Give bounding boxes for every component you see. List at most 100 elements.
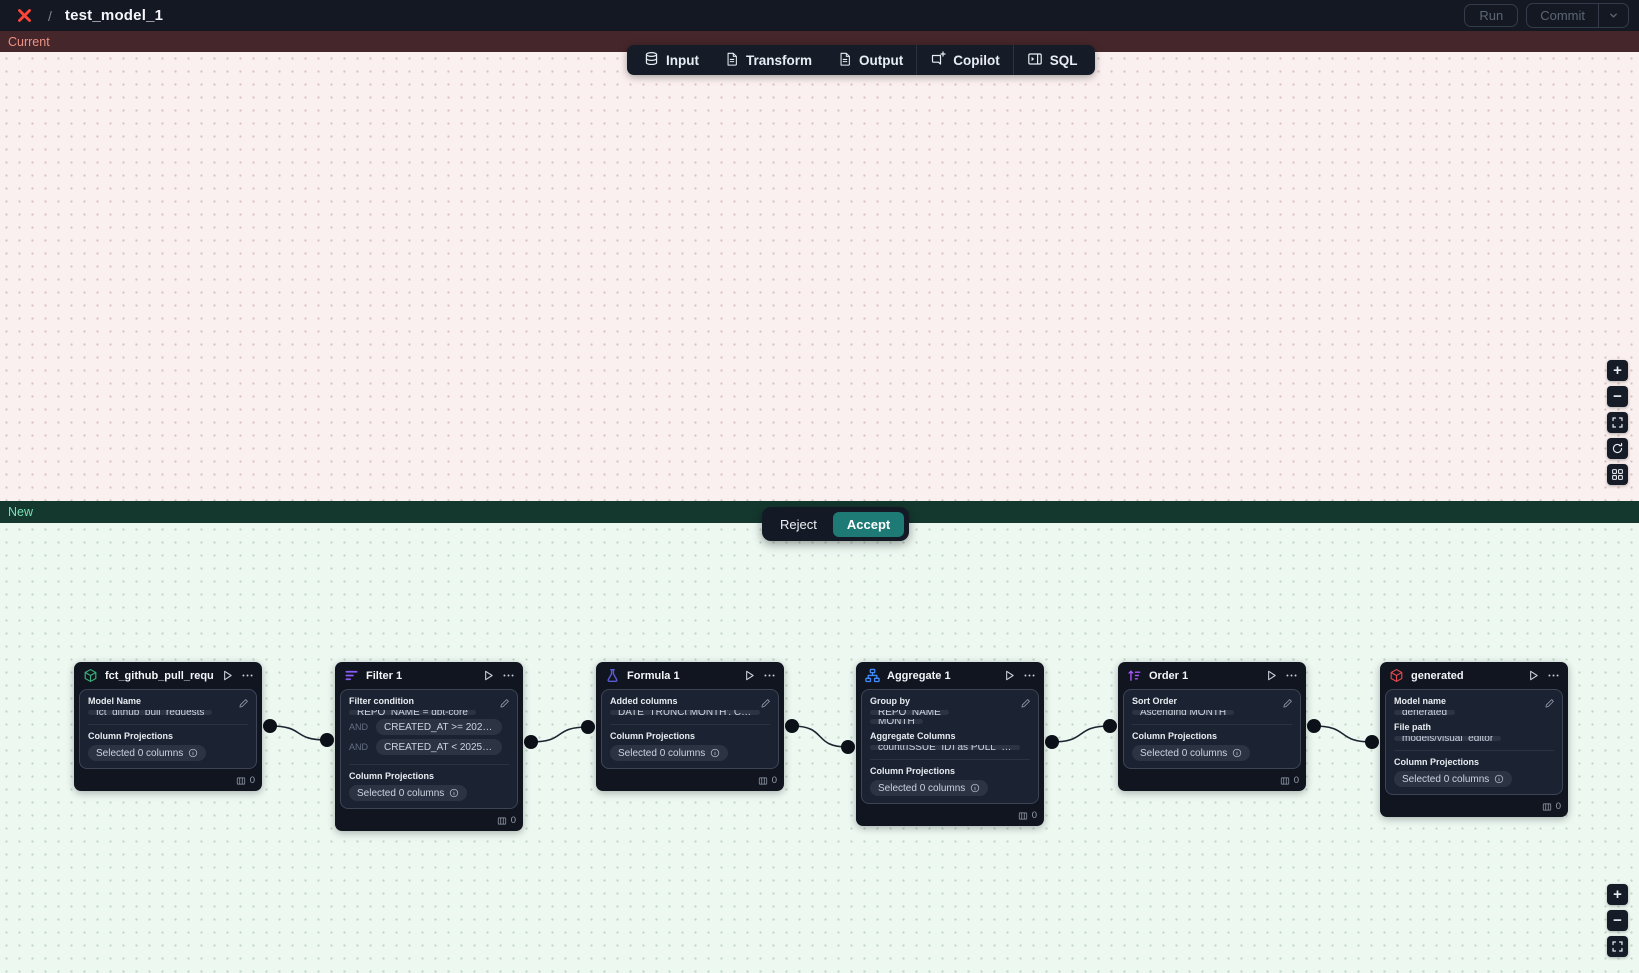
info-icon[interactable]: [449, 788, 459, 798]
and-label: AND: [349, 722, 369, 732]
play-icon[interactable]: [1265, 669, 1278, 682]
zoom-in-button[interactable]: +: [1607, 360, 1628, 381]
app-logo-icon[interactable]: [16, 7, 33, 24]
reject-button[interactable]: Reject: [767, 512, 830, 537]
node-generated[interactable]: generated Model name generated File path…: [1380, 662, 1568, 817]
projections-value[interactable]: Selected 0 columns: [870, 780, 989, 796]
filter-condition-value[interactable]: REPO_NAME = dbt-core: [349, 710, 476, 715]
node-title: Filter 1: [366, 669, 403, 682]
node-title: Formula 1: [627, 669, 680, 682]
info-icon[interactable]: [970, 783, 980, 793]
info-icon[interactable]: [1494, 774, 1504, 784]
current-canvas[interactable]: [0, 52, 1639, 501]
node-toolbar: Input Transform Output Copilot: [627, 45, 1095, 75]
edit-icon[interactable]: [499, 696, 510, 714]
projections-value[interactable]: Selected 0 columns: [1394, 771, 1513, 787]
fit-view-button[interactable]: [1607, 936, 1628, 957]
fit-view-button[interactable]: [1607, 412, 1628, 433]
sql-label: SQL: [1049, 52, 1078, 68]
diff-review-bar: Reject Accept: [762, 507, 910, 541]
add-output-button[interactable]: Output: [825, 45, 916, 75]
zoom-out-button[interactable]: −: [1607, 386, 1628, 407]
field-label: Model Name: [88, 696, 142, 706]
info-icon[interactable]: [188, 748, 198, 758]
model-name-value[interactable]: fct_github_pull_requests: [88, 710, 213, 715]
node-order-1[interactable]: Order 1 Sort Order Ascending MONTH Colum…: [1118, 662, 1306, 791]
transform-label: Transform: [746, 52, 813, 68]
file-path-value[interactable]: models/visual_editor: [1394, 736, 1502, 741]
projections-value[interactable]: Selected 0 columns: [610, 745, 729, 761]
commit-button[interactable]: Commit: [1540, 8, 1585, 23]
refresh-layout-button[interactable]: [1607, 438, 1628, 459]
more-menu-icon[interactable]: [241, 669, 254, 682]
more-menu-icon[interactable]: [1023, 669, 1036, 682]
edit-icon[interactable]: [1544, 696, 1555, 714]
play-icon[interactable]: [1003, 669, 1016, 682]
add-transform-button[interactable]: Transform: [712, 45, 825, 75]
chevron-down-icon[interactable]: [1599, 10, 1628, 21]
field-label: Column Projections: [610, 731, 696, 741]
projections-value[interactable]: Selected 0 columns: [88, 745, 207, 761]
new-label: New: [8, 505, 34, 519]
cube-icon: [83, 668, 98, 683]
node-filter-1[interactable]: Filter 1 Filter condition REPO_NAME = db…: [335, 662, 523, 831]
node-formula-1[interactable]: Formula 1 Added columns DATE_TRUNC('MONT…: [596, 662, 784, 791]
more-menu-icon[interactable]: [1547, 669, 1560, 682]
formula-value[interactable]: DATE_TRUNC('MONTH', CREATED_AT…: [610, 710, 760, 715]
breadcrumb-separator: /: [48, 7, 52, 24]
copilot-button[interactable]: Copilot: [917, 45, 1013, 75]
field-label: Column Projections: [870, 766, 956, 776]
accept-button[interactable]: Accept: [832, 511, 905, 537]
commit-divider: [1598, 4, 1599, 27]
node-title: fct_github_pull_requests: [105, 669, 214, 682]
table-icon: [236, 777, 245, 784]
projections-value[interactable]: Selected 0 columns: [1132, 745, 1251, 761]
groupby-value[interactable]: REPO_NAME: [870, 710, 949, 715]
grid-icon: [1612, 469, 1623, 480]
edit-icon[interactable]: [760, 696, 771, 714]
node-title: Order 1: [1149, 669, 1189, 682]
zoom-in-button[interactable]: +: [1607, 884, 1628, 905]
projections-value[interactable]: Selected 0 columns: [349, 785, 468, 801]
minus-icon: −: [1613, 912, 1622, 929]
node-aggregate-1[interactable]: Aggregate 1 Group by REPO_NAME MONTH Agg…: [856, 662, 1044, 826]
auto-layout-button[interactable]: [1607, 464, 1628, 485]
field-label: Model name: [1394, 696, 1447, 706]
sort-icon: [1127, 668, 1142, 683]
table-icon: [497, 817, 506, 824]
model-name-value[interactable]: generated: [1394, 710, 1456, 715]
play-icon[interactable]: [221, 669, 234, 682]
edit-icon[interactable]: [1020, 696, 1031, 714]
edit-icon[interactable]: [238, 696, 249, 714]
commit-split-button[interactable]: Commit: [1526, 3, 1629, 28]
table-icon: [758, 777, 767, 784]
refresh-icon: [1612, 442, 1623, 454]
more-menu-icon[interactable]: [502, 669, 515, 682]
document-icon: [838, 51, 852, 70]
play-icon[interactable]: [1527, 669, 1540, 682]
info-icon[interactable]: [1232, 748, 1242, 758]
filter-condition-value[interactable]: CREATED_AT < 2025-03-01: [376, 739, 502, 755]
aggregate-value[interactable]: count(ISSUE_ID) as PULL_REQUEST_…: [870, 745, 1020, 750]
info-icon[interactable]: [710, 748, 720, 758]
more-menu-icon[interactable]: [763, 669, 776, 682]
new-canvas-controls: + −: [1607, 884, 1628, 957]
field-label: Column Projections: [88, 731, 174, 741]
play-icon[interactable]: [482, 669, 495, 682]
groupby-value[interactable]: MONTH: [870, 719, 923, 724]
edit-icon[interactable]: [1282, 696, 1293, 714]
run-button[interactable]: Run: [1464, 4, 1519, 27]
node-fct-github-pull-requests[interactable]: fct_github_pull_requests Model Name fct_…: [74, 662, 262, 791]
zoom-out-button[interactable]: −: [1607, 910, 1628, 931]
sql-button[interactable]: SQL: [1014, 45, 1091, 75]
filter-condition-value[interactable]: CREATED_AT >= 2024-12-01: [376, 719, 502, 735]
more-menu-icon[interactable]: [1285, 669, 1298, 682]
add-input-button[interactable]: Input: [631, 45, 712, 75]
play-icon[interactable]: [743, 669, 756, 682]
copilot-label: Copilot: [953, 52, 1000, 68]
sort-order-value[interactable]: Ascending MONTH: [1132, 710, 1235, 715]
new-canvas[interactable]: [0, 523, 1639, 973]
node-title: generated: [1411, 669, 1464, 682]
minus-icon: −: [1613, 388, 1622, 405]
field-label: Filter condition: [349, 696, 414, 706]
